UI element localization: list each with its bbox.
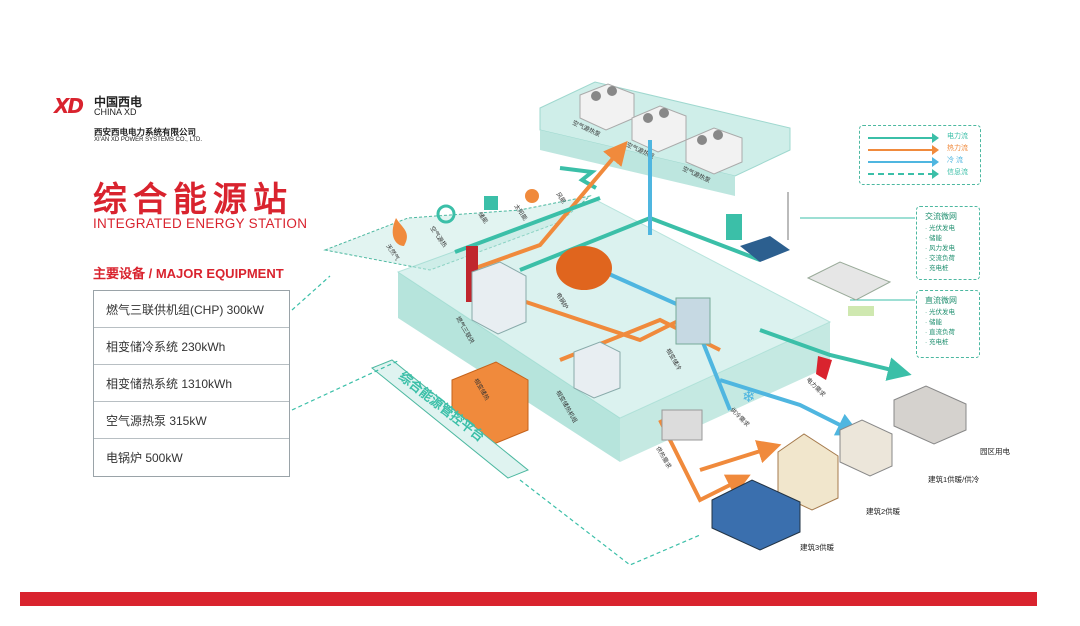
cooling-demand-label: 供冷需求 <box>729 406 752 429</box>
power-flow <box>759 328 912 381</box>
equipment-row: 空气源热泵 315kW <box>94 402 289 439</box>
dc-grid-item: · 直流负荷 <box>925 329 955 336</box>
heat-flow <box>699 440 782 472</box>
info-flow-line <box>519 479 701 566</box>
ac-grid-item: · 储能 <box>925 235 942 242</box>
dc-grid-item: · 充电桩 <box>925 339 949 346</box>
dc-battery <box>848 306 874 316</box>
destination-park-label: 园区用电 <box>980 447 1010 456</box>
page-title-en: INTEGRATED ENERGY STATION <box>93 216 308 231</box>
dc-microgrid-box: 直流微网 · 光伏发电 · 储能 · 直流负荷 · 充电桩 <box>916 290 980 358</box>
heat-pump-platform: 空气源热泵 空气源热泵 空气源热泵 <box>539 81 791 196</box>
equipment-row: 电锅炉 500kW <box>106 451 183 465</box>
company-name-en: XI'AN XD POWER SYSTEMS CO., LTD. <box>94 137 203 143</box>
power-flow <box>454 196 601 254</box>
xd-logo-icon: XD <box>54 94 84 118</box>
sun-icon <box>525 189 539 203</box>
brand-name-en: CHINA XD <box>94 107 137 117</box>
flow-legend: 电力流 热力流 冷 流 信息流 <box>859 125 981 185</box>
heat-pump-unit <box>579 83 635 131</box>
heat-pump-unit <box>631 105 687 153</box>
bottom-red-bar <box>20 592 1037 606</box>
company-name-cn: 西安西电电力系统有限公司 <box>94 127 197 137</box>
control-platform-band <box>371 359 529 479</box>
building-3 <box>711 479 801 551</box>
ac-grid-item: · 充电桩 <box>925 265 949 272</box>
destination-building1-label: 建筑1供暖/供冷 <box>928 475 980 484</box>
legend-info-flow: 信息流 <box>868 168 974 180</box>
gas-tank-label: 供热需求 <box>654 445 673 470</box>
solar-panel <box>740 236 790 262</box>
equipment-row: 相变储热系统 1310kWh <box>94 365 289 402</box>
legend-cooling-flow: 冷 流 <box>868 156 974 168</box>
brand-name-cn: 中国西电 <box>94 95 143 109</box>
legend-power-flow: 电力流 <box>868 132 974 144</box>
dc-grid-title: 直流微网 <box>925 296 957 305</box>
equipment-heading: 主要设备 / MAJOR EQUIPMENT <box>93 266 284 281</box>
snowflake-icon: ❄ <box>742 389 755 406</box>
equipment-row: 燃气三联供机组(CHP) 300kW <box>94 291 289 328</box>
heat-flow <box>658 419 751 503</box>
park-building <box>893 385 967 445</box>
cold-storage-tank <box>675 297 711 345</box>
ac-grid-item: · 光伏发电 <box>925 225 955 232</box>
power-demand-icon <box>816 356 832 380</box>
equipment-row: 相变储冷系统 230kWh <box>94 328 289 365</box>
gas-tanks <box>661 409 703 441</box>
info-flow-line <box>291 359 401 411</box>
destination-building2-label: 建筑2供暖 <box>866 507 901 516</box>
ac-grid-item: · 风力发电 <box>925 245 955 252</box>
storage-icon <box>484 196 498 210</box>
equipment-table: 燃气三联供机组(CHP) 300kW 相变储冷系统 230kWh 相变储热系统 … <box>93 290 290 477</box>
destination-building3-label: 建筑3供暖 <box>800 543 835 552</box>
cooling-flow <box>719 378 861 436</box>
gas-flame-icon <box>392 218 407 246</box>
heat-pump-unit <box>685 127 743 175</box>
air-fan-icon <box>436 204 456 224</box>
ev-charger <box>726 214 742 240</box>
dc-grid-item: · 光伏发电 <box>925 309 955 316</box>
carport-solar <box>806 261 892 301</box>
heat-storage-unit <box>573 341 621 399</box>
dc-grid-item: · 储能 <box>925 319 942 326</box>
page-title-cn: 综合能源站 <box>93 180 293 220</box>
building-1 <box>839 419 893 477</box>
heat-flow <box>469 140 628 272</box>
electric-boiler <box>556 246 612 290</box>
ac-microgrid-box: 交流微网 · 光伏发电 · 储能 · 风力发电 · 交流负荷 · 充电桩 <box>916 206 980 280</box>
legend-heat-flow: 热力流 <box>868 144 974 156</box>
ac-grid-title: 交流微网 <box>925 212 957 221</box>
ac-grid-item: · 交流负荷 <box>925 255 955 262</box>
power-demand-label: 电力需求 <box>805 376 828 399</box>
info-flow-line <box>291 275 331 311</box>
